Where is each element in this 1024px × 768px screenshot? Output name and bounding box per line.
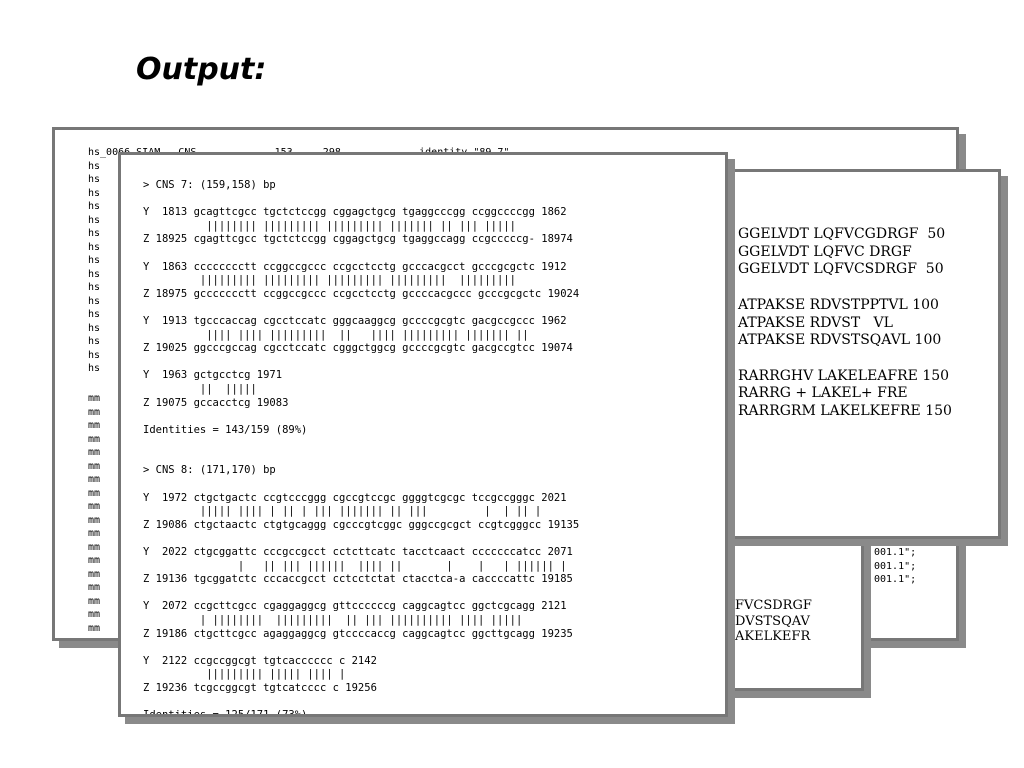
mid-panel-lines: FVCSDRGF DVSTSQAV AKELKEFR	[735, 598, 812, 644]
back-panel-hs-rows: hs hs hs hs hs hs hs hs hs hs hs hs hs h…	[88, 160, 101, 375]
back-panel-mm-rows: mm mm mm mm mm mm mm mm mm mm mm mm mm m…	[88, 393, 101, 634]
cns-alignment-lines: > CNS 7: (159,158) bp Y 1813 gcagttcgcc …	[143, 179, 580, 717]
quote-fragments: 001.1"; 001.1"; 001.1";	[860, 530, 965, 650]
protein-alignment-lines: GGELVDT LQFVCGDRGF 50 GGELVDT LQFVC DRGF…	[738, 226, 952, 420]
cns-alignment-panel: > CNS 7: (159,158) bp Y 1813 gcagttcgcc …	[118, 152, 728, 717]
slide-title: Output:	[136, 52, 267, 87]
quote-fragment-lines: 001.1"; 001.1"; 001.1";	[874, 547, 917, 585]
